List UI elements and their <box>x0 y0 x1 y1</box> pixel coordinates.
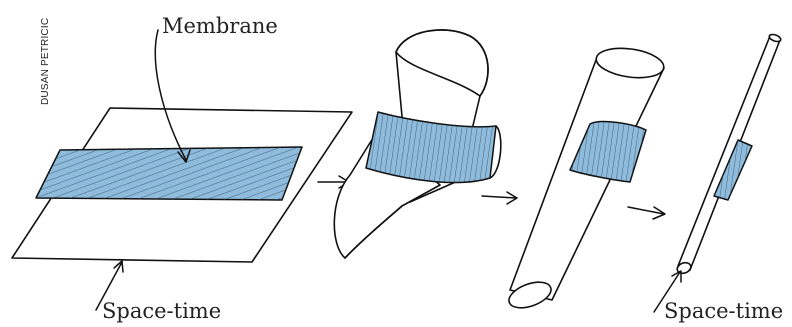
transition-arrow-2 <box>482 192 517 204</box>
transition-arrow-3 <box>628 207 665 219</box>
thin-tube-spacetime <box>676 33 782 275</box>
flat-spacetime-sheet <box>12 108 352 262</box>
curling-spacetime-sheet <box>334 30 500 258</box>
membrane-label: Membrane <box>162 14 278 38</box>
spacetime-label-left: Space-time <box>102 299 221 323</box>
illustrator-credit: DUSAN PETRICIC <box>40 18 51 105</box>
spacetime-label-right: Space-time <box>664 299 783 323</box>
cylinder-spacetime <box>506 44 666 312</box>
